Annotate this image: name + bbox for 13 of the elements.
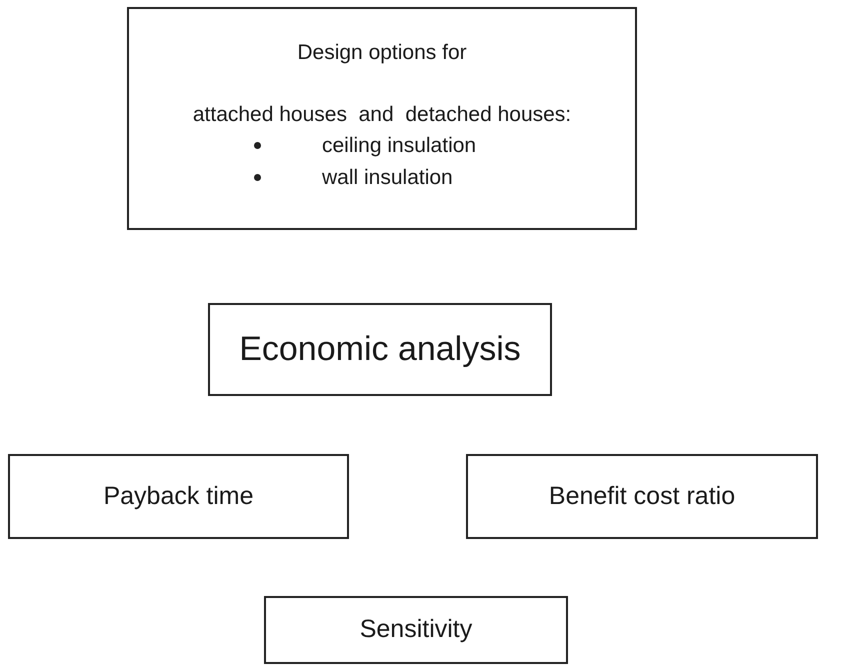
box-text: Sensitivity (360, 614, 472, 646)
bullet-text: ceiling insulation (321, 133, 478, 159)
text-box (8, 454, 349, 539)
heading-text: Design options for (297, 40, 467, 66)
box-text: Payback time (103, 480, 254, 512)
text-box (208, 303, 552, 396)
box-text: attached houses and detached houses: (192, 102, 572, 128)
box-text: Economic analysis (239, 329, 521, 370)
bullet-text: wall insulation (321, 164, 454, 190)
text-box (264, 596, 568, 664)
box-text: Benefit cost ratio (548, 480, 736, 512)
text-box (127, 7, 637, 230)
text-box (466, 454, 818, 539)
